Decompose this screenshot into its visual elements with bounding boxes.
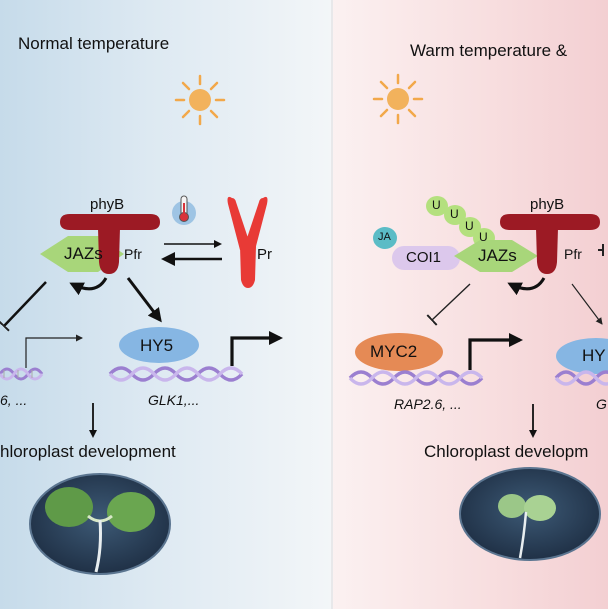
- ubiquitin-label: U: [479, 230, 488, 244]
- panel-divider: [331, 0, 333, 609]
- right-panel-title: Warm temperature &: [410, 41, 568, 60]
- coi1-label: COI1: [406, 249, 442, 266]
- left-outcome-label: hloroplast development: [0, 442, 176, 461]
- sun-icon: [372, 73, 424, 125]
- activation-arrow: [126, 277, 162, 323]
- ubiquitin-label: U: [450, 207, 459, 221]
- jazs-protein: [454, 240, 538, 272]
- thermometer-icon: [172, 195, 196, 225]
- phyb-pfr-protein: [500, 214, 600, 274]
- inhibition-line: [426, 283, 471, 326]
- phyb-pfr-protein: [60, 214, 160, 274]
- sun-icon: [174, 74, 226, 126]
- pfr-label: Pfr: [564, 246, 582, 262]
- seedling-image: [459, 467, 601, 561]
- seedling-image: [29, 473, 171, 575]
- ja-hormone: [373, 227, 397, 249]
- phyb-label: phyB: [90, 196, 125, 213]
- myc2-factor: [355, 333, 443, 371]
- pfr-label: Pfr: [124, 246, 142, 262]
- ubiquitin-label: U: [465, 219, 474, 233]
- transcription-arrow: [230, 331, 283, 366]
- stabilization-arrow: [69, 277, 108, 296]
- jazs-label: JAZs: [64, 244, 103, 263]
- rap26-gene-label: RAP2.6, ...: [394, 396, 462, 412]
- ja-label: JA: [378, 231, 391, 243]
- hy-label-partial: HY: [582, 346, 606, 365]
- dna-strand: [554, 370, 608, 386]
- jazs-label: JAZs: [478, 246, 517, 265]
- gene-label-partial: 6, ...: [0, 392, 28, 408]
- transcription-arrow: [25, 334, 83, 368]
- hy5-factor-partial: [556, 338, 608, 374]
- activation-arrow: [571, 283, 603, 325]
- pr-protein: [227, 196, 268, 288]
- dna-strand: [0, 367, 44, 381]
- glk1-gene-label: GLK1,...: [148, 392, 200, 408]
- hy5-label: HY5: [140, 336, 174, 355]
- ubiquitin-label: U: [432, 198, 441, 212]
- transcription-arrow: [468, 333, 523, 370]
- dna-strand: [348, 370, 484, 386]
- pr-label: Pr: [257, 246, 272, 263]
- coi1-receptor: [392, 246, 460, 270]
- stabilization-arrow: [507, 277, 546, 296]
- dna-strand: [108, 366, 244, 382]
- phyb-label: phyB: [530, 196, 565, 213]
- hy5-factor: [119, 327, 199, 363]
- myc2-label: MYC2: [370, 342, 418, 361]
- right-outcome-label: Chloroplast developm: [424, 442, 589, 461]
- inhibition-line: [0, 281, 47, 332]
- left-panel-title: Normal temperature: [18, 34, 170, 53]
- gene-label-partial: G: [596, 396, 607, 412]
